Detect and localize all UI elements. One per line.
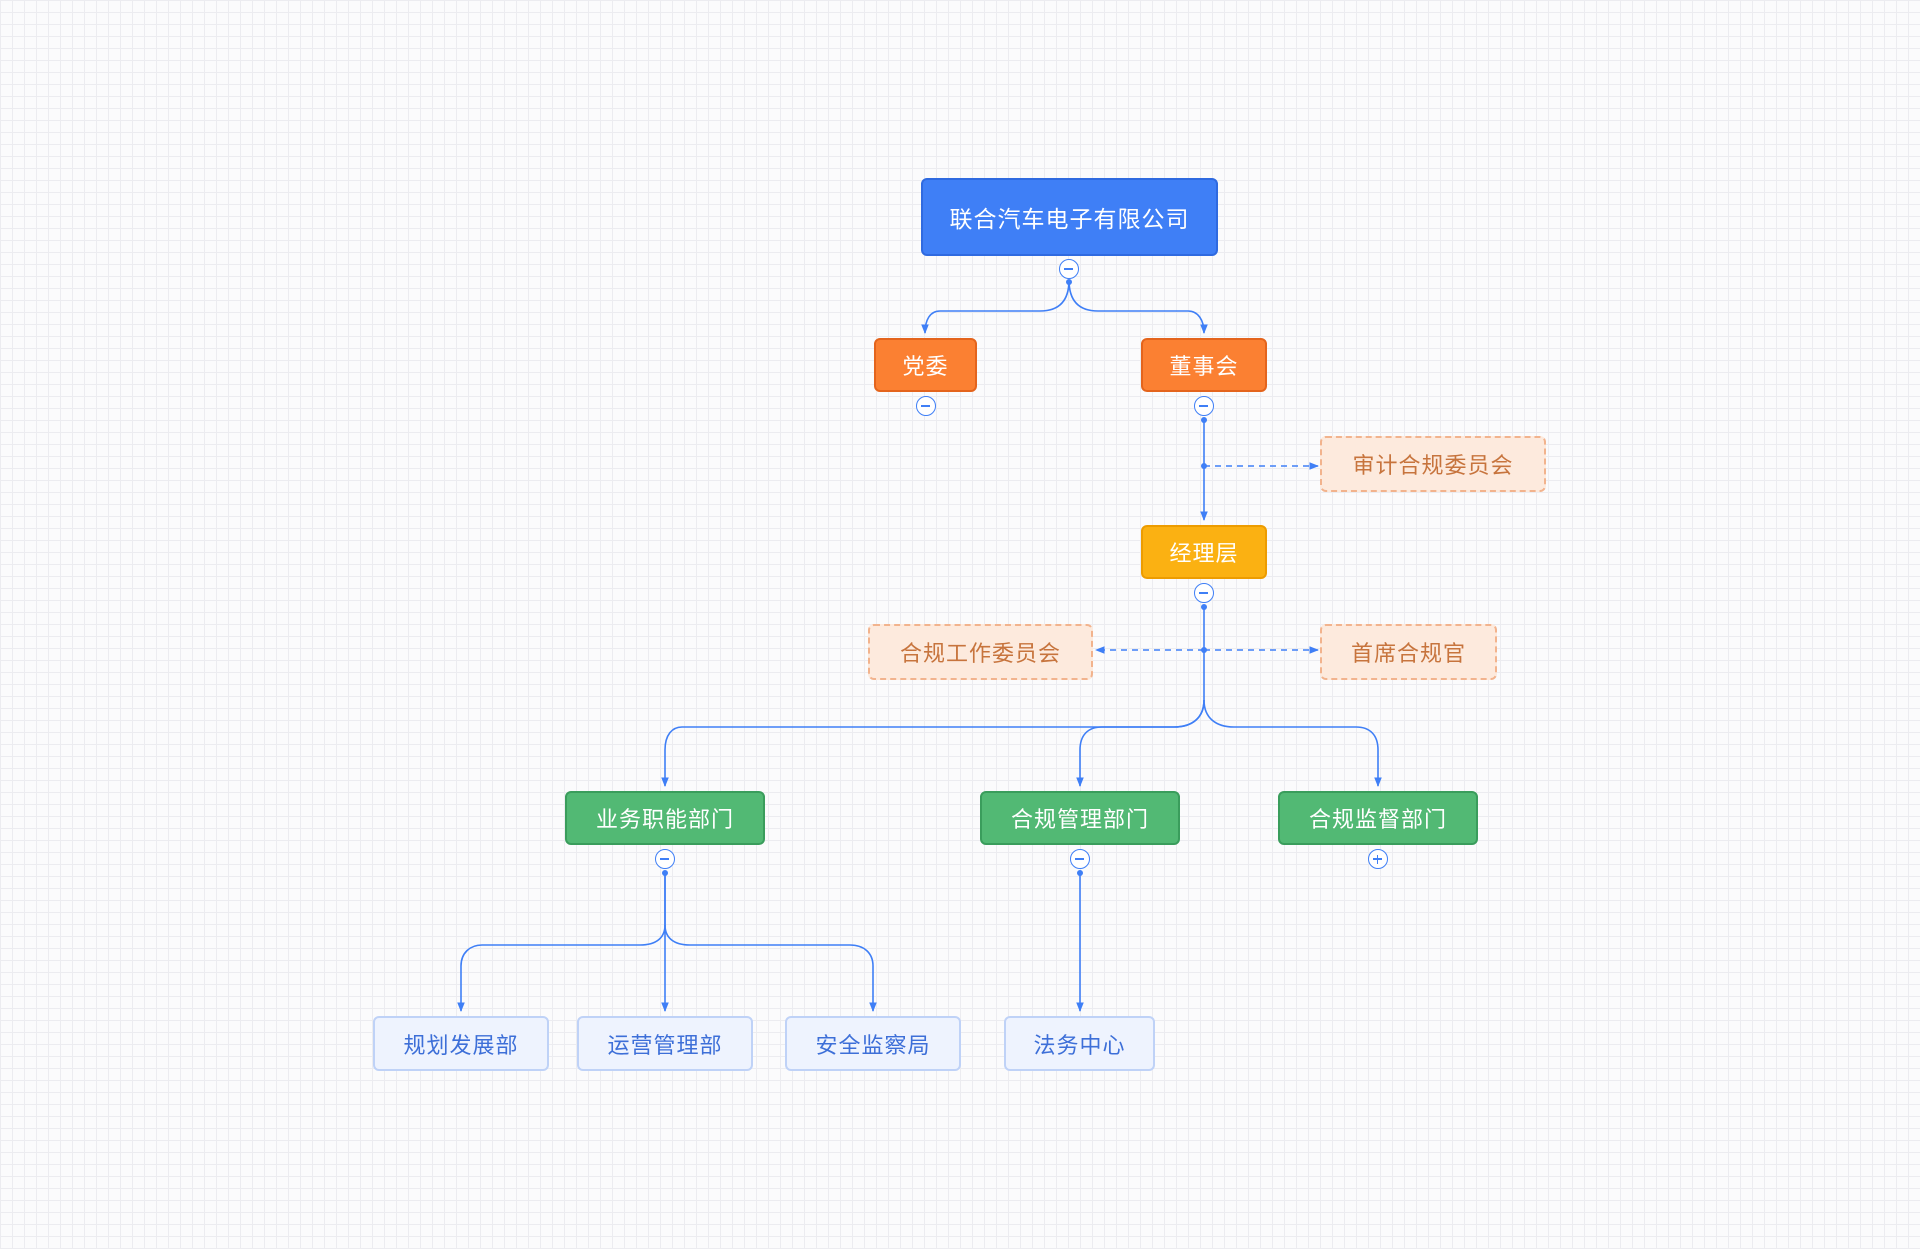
link-node-dot (1077, 870, 1083, 876)
link-node-dot (1201, 463, 1207, 469)
node-party-committee[interactable]: 党委 (874, 338, 977, 392)
collapse-icon[interactable] (1194, 396, 1214, 416)
node-safety-bureau[interactable]: 安全监察局 (785, 1016, 961, 1071)
collapse-icon[interactable] (655, 849, 675, 869)
node-board[interactable]: 董事会 (1141, 338, 1267, 392)
link-management-compliance-management (1076, 699, 1205, 787)
node-management[interactable]: 经理层 (1141, 525, 1267, 579)
link-management-compliance-supervision (1203, 699, 1382, 787)
node-compliance-work-committee[interactable]: 合规工作委员会 (868, 624, 1093, 680)
link-root-board (1068, 279, 1208, 334)
collapse-icon[interactable] (1194, 583, 1214, 603)
link-business-planning (457, 872, 666, 1012)
node-compliance-supervision-dept[interactable]: 合规监督部门 (1278, 791, 1478, 845)
node-audit-compliance-committee[interactable]: 审计合规委员会 (1320, 436, 1546, 492)
link-node-dot (662, 870, 668, 876)
node-compliance-management-dept[interactable]: 合规管理部门 (980, 791, 1180, 845)
node-chief-compliance-officer[interactable]: 首席合规官 (1320, 624, 1497, 680)
link-node-dot (1201, 604, 1207, 610)
node-planning-dept[interactable]: 规划发展部 (373, 1016, 549, 1071)
link-business-safety (664, 924, 877, 1012)
node-legal-center[interactable]: 法务中心 (1004, 1016, 1155, 1071)
expand-icon[interactable] (1368, 849, 1388, 869)
node-business-departments[interactable]: 业务职能部门 (565, 791, 765, 845)
node-operations-dept[interactable]: 运营管理部 (577, 1016, 753, 1071)
link-node-dot (1066, 279, 1072, 285)
collapse-icon[interactable] (1070, 849, 1090, 869)
link-root-party (921, 279, 1070, 334)
collapse-icon[interactable] (916, 396, 936, 416)
collapse-icon[interactable] (1059, 259, 1079, 279)
node-root[interactable]: 联合汽车电子有限公司 (921, 178, 1218, 256)
link-node-dot (1201, 417, 1207, 423)
